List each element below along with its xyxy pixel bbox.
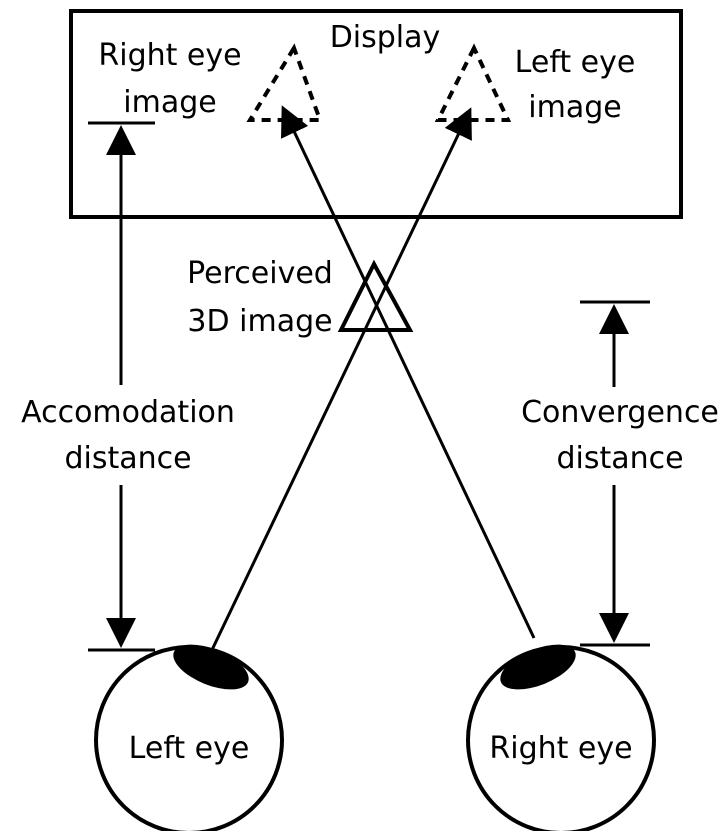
perceived-label-line2: 3D image <box>187 304 332 339</box>
accommodation-label-line2: distance <box>64 441 191 476</box>
display-box <box>69 9 683 219</box>
right-eye-label: Right eye <box>489 731 632 766</box>
perceived-label-line1: Perceived <box>187 256 333 291</box>
left-eye-image-label-line1: Left eye <box>515 45 636 80</box>
convergence-label-line1: Convergence <box>521 395 719 430</box>
left-eye-image-label-line2: image <box>528 90 621 125</box>
right-eye-image-label-line1: Right eye <box>98 38 241 73</box>
convergence-label-line2: distance <box>556 441 683 476</box>
left-eye-label: Left eye <box>129 731 250 766</box>
right-eye-image-label-line2: image <box>123 85 216 120</box>
accommodation-label-line1: Accomodation <box>21 395 235 430</box>
right-eye-pupil <box>500 644 576 690</box>
perceived-3d-triangle <box>337 259 414 332</box>
left-eye-sight-line <box>209 107 472 653</box>
left-eye-pupil <box>173 644 249 690</box>
display-label: Display <box>330 20 441 55</box>
right-eye-sight-line <box>280 105 536 639</box>
left-eye-image-triangle <box>434 43 512 122</box>
